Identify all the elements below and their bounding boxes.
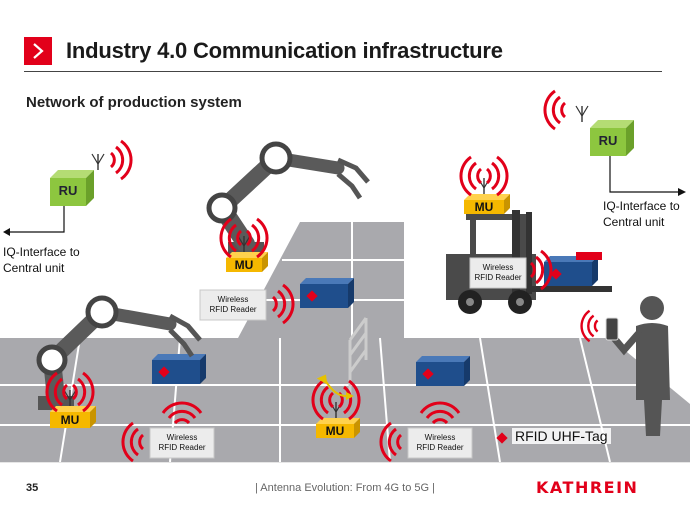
rfid-reader-line1: Wireless [424,433,456,442]
iq-interface-label: IQ-Interface to Central unit [3,244,80,276]
ru-label: RU [598,133,618,148]
ru-unit [3,139,133,236]
rfid-reader-line2: RFID Reader [209,305,257,314]
page-title: Industry 4.0 Communication infrastructur… [66,38,503,63]
title-divider [24,71,662,72]
ru-unit [545,91,686,196]
tag-box [300,278,354,308]
footer-caption: | Antenna Evolution: From 4G to 5G | [255,482,435,494]
rfid-reader-line1: Wireless [166,433,198,442]
rfid-reader-line1: Wireless [482,263,514,272]
mu-unit [461,157,510,214]
rfid-reader-label: Wireless RFID Reader [470,263,526,283]
rfid-reader-label: Wireless RFID Reader [150,433,214,453]
tag-box [152,354,206,384]
subtitle: Network of production system [26,94,242,111]
rfid-reader-line2: RFID Reader [474,273,522,282]
tag-box [544,252,602,286]
rfid-reader [123,403,215,461]
robot-arm [36,295,202,410]
iq-interface-line2: Central unit [3,261,65,275]
iq-interface-line2: Central unit [603,215,665,229]
mu-unit [313,374,360,438]
brand-logo: KATHREIN [536,478,639,497]
rfid-tag-icon [496,432,508,444]
rfid-reader-line1: Wireless [217,295,249,304]
legend: RFID UHF-Tag [496,428,611,444]
rfid-reader [381,403,473,461]
tag-box [416,356,470,386]
mu-unit [47,373,96,428]
rfid-reader-line2: RFID Reader [158,443,206,452]
mu-label: MU [60,413,80,427]
mu-unit [221,219,268,272]
rfid-reader [469,249,553,291]
ru-label: RU [58,183,78,198]
rfid-reader-label: Wireless RFID Reader [200,295,266,315]
iq-interface-label: IQ-Interface to Central unit [603,198,680,230]
mu-label: MU [474,200,494,214]
mu-label: MU [234,258,254,272]
rfid-reader-label: Wireless RFID Reader [408,433,472,453]
iq-interface-line1: IQ-Interface to [3,245,80,259]
rfid-reader-line2: RFID Reader [416,443,464,452]
page-number: 35 [26,482,39,494]
slide-header: Industry 4.0 Communication infrastructur… [24,37,503,65]
legend-label: RFID UHF-Tag [512,428,611,444]
slide-footer [0,462,690,516]
floor-gate [348,317,368,398]
chevron-right-icon [24,37,52,65]
rfid-reader [199,283,295,325]
mu-label: MU [325,424,345,438]
iq-interface-line1: IQ-Interface to [603,199,680,213]
worker-icon [582,296,670,436]
